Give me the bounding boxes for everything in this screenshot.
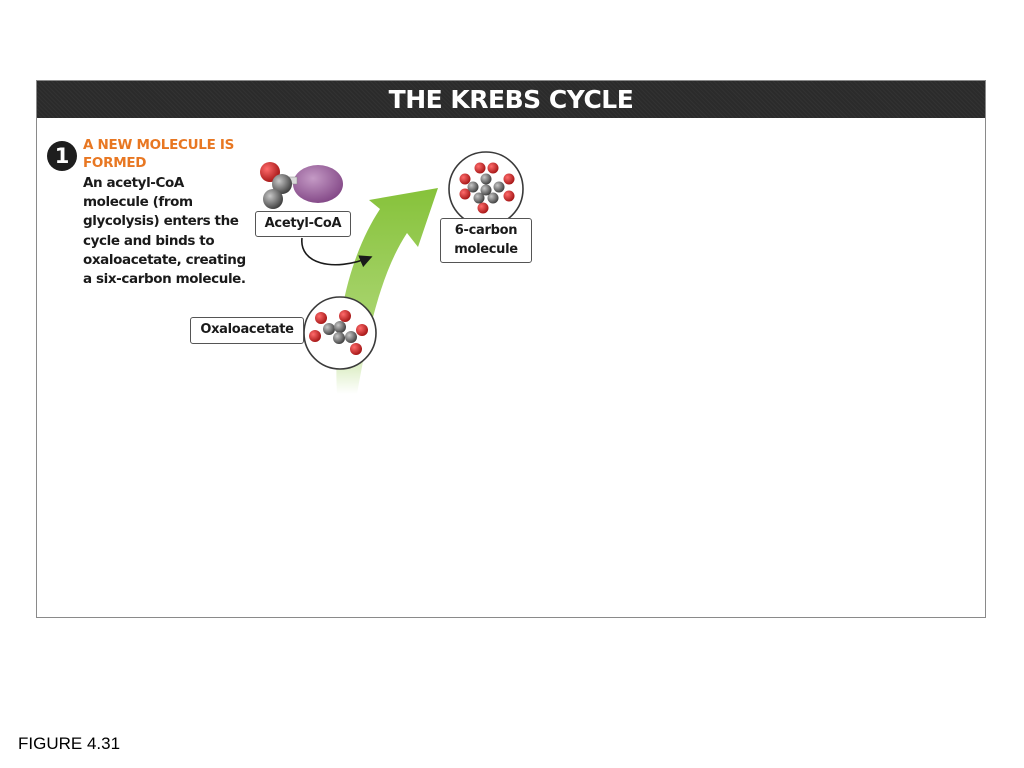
oxygen-atom-icon xyxy=(459,188,471,200)
carbon-atom-icon xyxy=(480,184,492,196)
carbon-atom-icon xyxy=(473,192,485,204)
oxaloacetate-molecule-icon xyxy=(303,296,377,370)
oxygen-atom-icon xyxy=(503,190,515,202)
step-number-badge: 1 xyxy=(47,141,77,171)
carbon-atom-icon xyxy=(487,192,499,204)
carbon-atom-icon xyxy=(467,181,479,193)
oxygen-atom-icon xyxy=(487,162,499,174)
krebs-diagram xyxy=(260,151,524,394)
oxygen-atom-icon xyxy=(459,173,471,185)
oxygen-atom-icon xyxy=(339,310,351,322)
figure-caption: FIGURE 4.31 xyxy=(18,734,121,753)
six-carbon-molecule-icon xyxy=(448,151,524,227)
oxaloacetate-label: Oxaloacetate xyxy=(190,317,304,344)
six-carbon-label: 6-carbon molecule xyxy=(440,218,532,263)
oxygen-atom-icon xyxy=(350,343,362,355)
acetyl-coa-molecule-icon xyxy=(260,162,343,209)
slide-frame: THE KREBS CYCLE 1 A NEW MOLECULE IS FORM… xyxy=(36,80,986,618)
oxygen-atom-icon xyxy=(477,202,489,214)
slide-title: THE KREBS CYCLE xyxy=(388,85,634,114)
oxygen-atom-icon xyxy=(356,324,368,336)
step-description: An acetyl-CoA molecule (from glycolysis)… xyxy=(83,175,246,288)
carbon-atom-icon xyxy=(334,321,346,333)
carbon-atom-icon xyxy=(323,323,335,335)
carbon-atom-icon xyxy=(272,174,292,194)
carbon-atom-icon xyxy=(333,332,345,344)
carbon-atom-icon xyxy=(493,181,505,193)
oxygen-atom-icon xyxy=(309,330,321,342)
oxygen-atom-icon xyxy=(474,162,486,174)
coa-group-icon xyxy=(293,165,343,203)
carbon-atom-icon xyxy=(345,331,357,343)
oxygen-atom-icon xyxy=(503,173,515,185)
title-bar: THE KREBS CYCLE xyxy=(37,81,985,118)
carbon-atom-icon xyxy=(480,173,492,185)
acetyl-coa-label: Acetyl-CoA xyxy=(255,211,351,237)
oxygen-atom-icon xyxy=(315,312,327,324)
binding-arrow xyxy=(301,237,373,268)
carbon-atom-icon xyxy=(263,189,283,209)
step-heading: A NEW MOLECULE IS FORMED xyxy=(83,137,235,171)
